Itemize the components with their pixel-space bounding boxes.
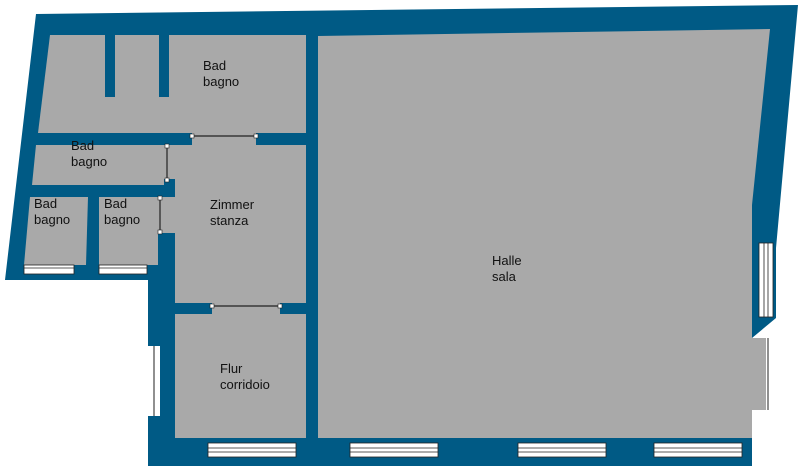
window-right: [758, 242, 774, 318]
window-bad4: [98, 264, 148, 275]
room-name-it: bagno: [34, 212, 71, 227]
room-name-de: Zimmer: [210, 197, 255, 212]
bad-3-floor: [24, 197, 88, 265]
door-bad2-zimmer: [164, 143, 175, 183]
room-name-it: bagno: [203, 74, 240, 89]
room-name-it: sala: [492, 269, 516, 284]
room-name-it: bagno: [71, 154, 108, 169]
opening-right: [766, 338, 800, 410]
wall-stub-2: [159, 35, 169, 97]
room-name-it: corridoio: [220, 377, 270, 392]
bad-4-floor: [99, 197, 158, 265]
door-bad1-zimmer: [189, 133, 259, 145]
window-bottom-3: [517, 442, 607, 458]
room-name-de: Bad: [203, 58, 227, 73]
window-bad3: [23, 264, 75, 275]
room-name-de: Bad: [34, 196, 58, 211]
door-bad4-zimmer: [157, 195, 175, 235]
bad-1-floor: [38, 35, 306, 133]
zimmer-floor: [175, 145, 306, 303]
window-bottom-4: [653, 442, 743, 458]
room-name-de: Flur: [220, 361, 243, 376]
room-name-it: stanza: [210, 213, 249, 228]
room-name-de: Bad: [104, 196, 128, 211]
room-name-it: bagno: [104, 212, 141, 227]
door-zimmer-flur: [209, 303, 283, 314]
window-bottom-1: [207, 442, 297, 458]
wall-stub-1: [105, 35, 115, 97]
flur-floor: [175, 314, 306, 438]
room-name-de: Halle: [492, 253, 522, 268]
bad-2-floor: [32, 145, 164, 185]
room-name-de: Bad: [71, 138, 95, 153]
halle-floor: [318, 29, 770, 438]
window-bottom-2: [349, 442, 439, 458]
